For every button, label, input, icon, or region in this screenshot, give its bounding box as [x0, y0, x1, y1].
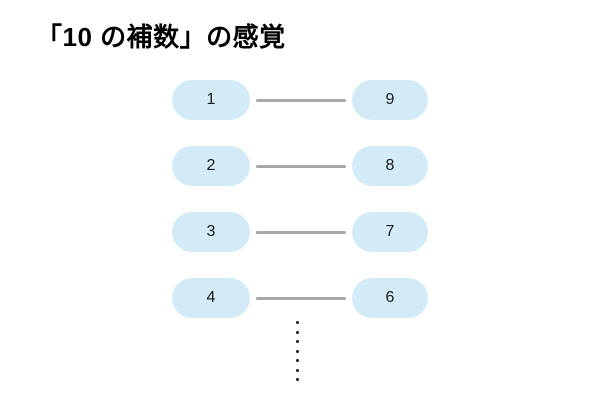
pill-right-complement[interactable]: 6: [352, 278, 428, 318]
ellipsis-dot: [295, 330, 299, 334]
pair-connector-line: [256, 230, 346, 234]
pill-right-complement[interactable]: 7: [352, 212, 428, 252]
pill-right-complement[interactable]: 9: [352, 80, 428, 120]
ellipsis-dot: [295, 349, 299, 353]
ellipsis-dot: [295, 368, 299, 372]
pair-connector-line: [256, 164, 346, 168]
pair-connector-line: [256, 296, 346, 300]
vertical-ellipsis-icon: [293, 321, 301, 381]
ellipsis-dot: [295, 359, 299, 362]
pill-left-value: 1: [206, 91, 216, 108]
pill-right-complement[interactable]: 8: [352, 146, 428, 186]
pill-right-value: 8: [385, 157, 395, 174]
pill-left-value: 4: [206, 289, 216, 306]
complement-pair-row: 4 6: [172, 278, 428, 318]
pill-left-addend[interactable]: 4: [172, 278, 250, 318]
pill-right-value: 6: [385, 289, 395, 306]
pill-left-addend[interactable]: 3: [172, 212, 250, 252]
pill-left-value: 2: [206, 157, 216, 174]
complement-pair-row: 2 8: [172, 146, 428, 186]
ellipsis-dot: [295, 378, 299, 381]
pill-left-addend[interactable]: 2: [172, 146, 250, 186]
pill-left-value: 3: [206, 223, 216, 240]
complement-pair-row: 1 9: [172, 80, 428, 120]
pill-right-value: 7: [385, 223, 395, 240]
pill-left-addend[interactable]: 1: [172, 80, 250, 120]
page-title: 「10 の補数」の感覚: [36, 22, 286, 52]
ellipsis-dot: [295, 340, 299, 343]
pill-right-value: 9: [385, 91, 395, 108]
pair-connector-line: [256, 98, 346, 102]
ellipsis-dot: [295, 321, 299, 324]
complement-pair-row: 3 7: [172, 212, 428, 252]
